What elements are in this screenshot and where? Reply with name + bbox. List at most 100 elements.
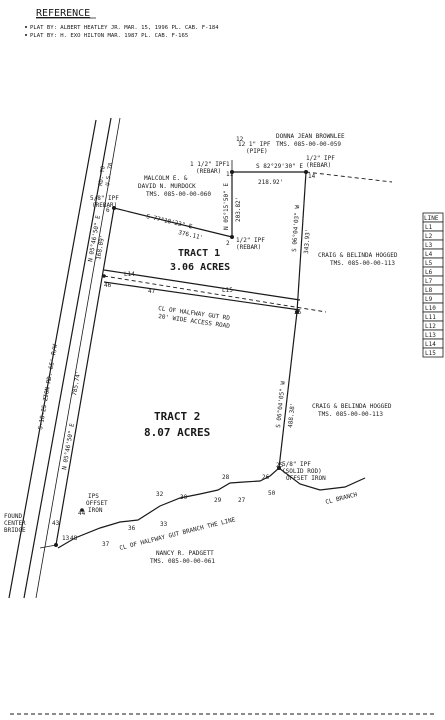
line-table-row-label: L2: [425, 233, 433, 240]
point-1: 1: [226, 161, 230, 168]
hogged-1-name: CRAIG & BELINDA HOGGED: [318, 252, 398, 259]
line-table-header: LINE: [424, 215, 439, 222]
pin-descriptions: 12 1" IPF (PIPE) 1 1/2" IPF (REBAR) 1/2"…: [4, 141, 335, 534]
point-37: 37: [102, 541, 110, 548]
pin-2-marker: [230, 235, 234, 239]
bearing-6-2: S 77°18'23" E: [146, 213, 194, 230]
line-table-row-label: L6: [425, 269, 433, 276]
hogged-2-name: CRAIG & BELINDA HOGGED: [312, 403, 392, 410]
line-table-row-label: L7: [425, 278, 433, 285]
hogged-1-tms: TMS. 085-00-00-113: [330, 260, 395, 267]
line-table-row-label: L5: [425, 260, 433, 267]
padgett-name: NANCY R. PADGETT: [156, 550, 214, 557]
point-29: 29: [214, 497, 222, 504]
line-table-row-label: L4: [425, 251, 433, 258]
pin-2-type: (REBAR): [236, 244, 261, 251]
reference-block: REFERENCE PLAT BY: ALBERT HEATLEY JR. MA…: [25, 8, 219, 39]
point-35: 35: [294, 309, 302, 316]
distance-14-35: 343.93': [303, 228, 312, 254]
road-name-top: RD. TO: [98, 166, 107, 187]
line-table-row-label: L3: [425, 242, 433, 249]
point-6: 6: [106, 207, 110, 214]
point-36: 36: [128, 525, 136, 532]
pin-25-type: (SOLID ROD): [282, 468, 322, 475]
reference-heading: REFERENCE: [36, 8, 90, 19]
murdock-tms: TMS. 085-00-00-060: [146, 191, 211, 198]
pin-14-type: (REBAR): [306, 162, 331, 169]
point-13: 13: [62, 535, 70, 542]
pin-43-type: CENTER: [4, 520, 26, 527]
point-33: 33: [160, 521, 168, 528]
line-table-row-label: L1: [425, 224, 433, 231]
road-name-label: S-18-25 ZION RD. 66' R/W: [37, 343, 59, 430]
pin-2-desc: 1/2" IPF: [236, 237, 265, 244]
bearing-35-25: S 06°04'05" W: [275, 380, 287, 428]
point-27: 27: [238, 497, 246, 504]
point-25: 25: [276, 462, 284, 469]
reference-line-1: PLAT BY: ALBERT HEATLEY JR. MAR. 15, 199…: [30, 25, 219, 31]
point-2: 2: [226, 240, 230, 247]
point-12: 12: [236, 136, 244, 143]
pin-25-desc: 5/8" IPF: [282, 461, 311, 468]
point-30: 30: [180, 494, 188, 501]
pin-25-marker: [277, 466, 281, 470]
pin-44-note: IRON: [88, 507, 103, 514]
line-table-row-label: L11: [425, 314, 436, 321]
line-table-row-label: L13: [425, 332, 436, 339]
point-47: 47: [148, 288, 156, 295]
property-boundaries: [39, 160, 393, 549]
owner-labels: DONNA JEAN BROWNLEE TMS. 085-00-00-059 M…: [138, 133, 398, 565]
bearing-14-35: S 06°04'03" W: [291, 204, 301, 252]
pin-11-desc: 1 1/2" IPF: [190, 161, 227, 168]
point-11: 11: [226, 171, 234, 178]
distance-6-2: 376.11': [178, 229, 204, 242]
brownlee-name: DONNA JEAN BROWNLEE: [276, 133, 345, 140]
pin-11-type: (REBAR): [196, 168, 221, 175]
tract-2-name: TRACT 2: [154, 410, 200, 423]
bearing-11-2: N 05°15'50" E: [223, 183, 230, 230]
point-44: 44: [78, 510, 86, 517]
line-table: LINE: [422, 212, 444, 223]
tract-2-acres: 8.07 ACRES: [144, 426, 210, 439]
pin-25-note: OFFSET IRON: [286, 475, 326, 482]
line-table-row-label: L10: [425, 305, 436, 312]
line-table-row-label: L12: [425, 323, 436, 330]
murdock-name-2: DAVID N. MURDOCK: [138, 183, 196, 190]
point-28: 28: [222, 474, 230, 481]
pin-35-marker: [295, 310, 299, 314]
tract-1-name: TRACT 1: [178, 248, 220, 259]
bearing-11-14: S 82°29'30" E: [256, 163, 303, 170]
pin-11-marker: [230, 170, 234, 174]
murdock-name-1: MALCOLM E. &: [144, 175, 188, 182]
pin-46-marker: [102, 274, 106, 278]
tract-labels: TRACT 1 3.06 ACRES TRACT 2 8.07 ACRES: [144, 248, 230, 439]
pin-44-marker: [80, 508, 84, 512]
brownlee-tms: TMS. 085-00-00-059: [276, 141, 341, 148]
distance-46-43: 785.74': [71, 370, 82, 396]
point-48: 48: [70, 535, 78, 542]
tract-1-acres: 3.06 ACRES: [170, 262, 230, 273]
point-46: 46: [104, 282, 112, 289]
pin-6-marker: [112, 206, 116, 210]
line-table-row-label: L14: [425, 341, 436, 348]
pin-43-marker: [54, 543, 58, 547]
pin-44-desc: IPS: [88, 493, 99, 500]
point-14: 14: [308, 173, 316, 180]
pin-44-type: OFFSET: [86, 500, 108, 507]
line-l15-label: L15: [222, 287, 233, 294]
hogged-2-tms: TMS. 085-00-00-113: [318, 411, 383, 418]
padgett-tms: TMS. 085-00-00-061: [150, 558, 215, 565]
distance-11-14: 218.92': [258, 179, 283, 186]
line-table-cell: [422, 347, 444, 358]
bearing-46-43: N 05°46'50" E: [61, 423, 76, 471]
branch-label: CL BRANCH: [325, 491, 359, 506]
pin-14-desc: 1/2" IPF: [306, 155, 335, 162]
reference-line-2: PLAT BY: H. EXO HILTON MAR. 1987 PL. CAB…: [30, 33, 188, 39]
point-32: 32: [156, 491, 164, 498]
pin-12-type: (PIPE): [246, 148, 268, 155]
pin-43-desc: FOUND: [4, 513, 22, 520]
distance-35-25: 488.38': [287, 402, 297, 428]
distance-6-46: 168.09': [95, 234, 106, 260]
line-table-row-label: L15: [425, 350, 436, 357]
